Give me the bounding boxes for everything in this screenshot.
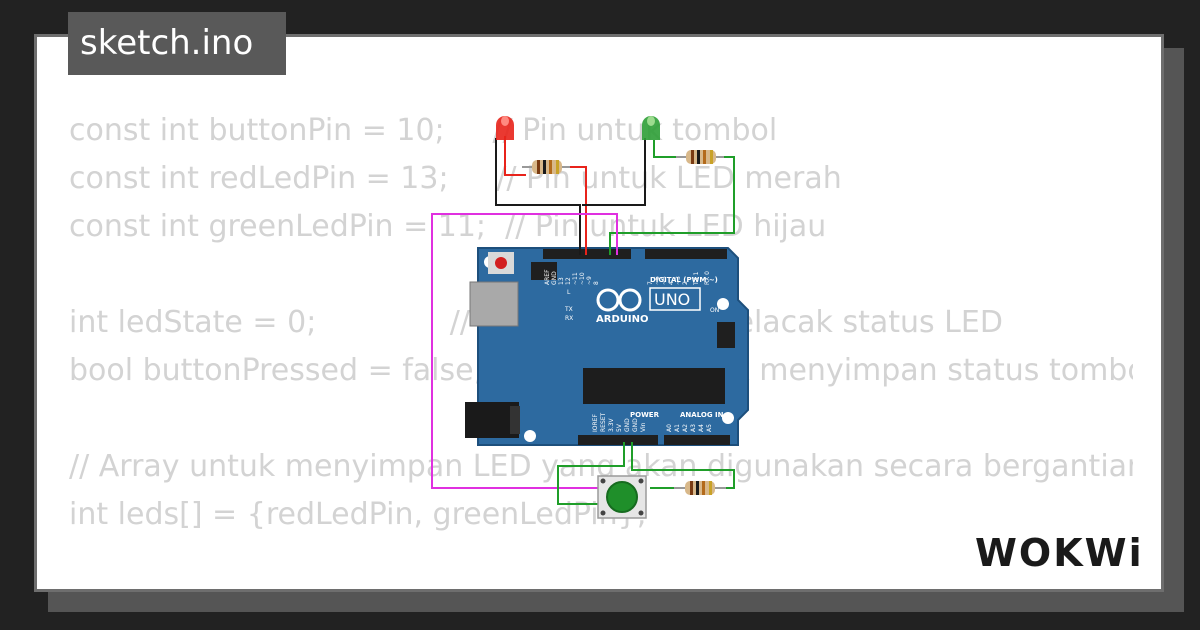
atmega-chip [583, 368, 725, 404]
bottom-pin-label: Vin [640, 422, 647, 432]
bottom-pin-label: A2 [682, 424, 689, 432]
top-pin-label: 4 [668, 281, 675, 285]
pushbutton[interactable] [597, 475, 647, 519]
top-pin-label: RX 0 [704, 271, 711, 285]
board-led-labels: L TX RX ON [564, 289, 719, 322]
top-pin-label: 7 [647, 281, 654, 285]
bottom-pin-label: IOREF [592, 414, 599, 432]
code-line: const int redLedPin = 13; // Pin untuk L… [69, 161, 842, 196]
bottom-pin-label: A5 [706, 424, 713, 432]
bottom-pin-label: GND [624, 418, 631, 432]
pin11-wire [609, 156, 735, 255]
pin13-wire [566, 166, 587, 255]
pin10-wire [431, 213, 618, 489]
wokwi-logo: WOKWi [975, 531, 1144, 575]
code-line: const int greenLedPin = 11; // Pin untuk… [69, 209, 827, 244]
board-led-label: TX [564, 306, 573, 313]
red-led-ground-wire [495, 138, 581, 255]
top-pin-label: ~11 [572, 272, 579, 285]
bottom-pin-label: GND [632, 418, 639, 432]
green-led-wire [653, 140, 678, 158]
top-pin-label: ~5 [661, 276, 668, 285]
bottom-pin-label: A0 [666, 424, 673, 432]
bottom-pin-label: 3.3V [608, 417, 615, 432]
button-5v-wire [557, 442, 625, 505]
top-pin-label: ~9 [586, 276, 593, 285]
bottom-pin-label: RESET [600, 412, 607, 432]
top-pin-label: 12 [565, 277, 572, 285]
resistor-red-led[interactable] [522, 160, 570, 174]
green-led[interactable] [642, 116, 660, 140]
red-led-wire [504, 136, 526, 176]
green-led-ground-wire [582, 138, 646, 206]
bottom-pin-label: 5V [616, 423, 623, 432]
svg-text:WOKWi: WOKWi [975, 531, 1144, 575]
bottom-pin-label: A3 [690, 424, 697, 432]
resistor-button[interactable] [674, 481, 726, 495]
power-section-label: POWER [630, 411, 660, 419]
digital-header-right [645, 249, 727, 259]
board-led-label: L [567, 289, 571, 296]
board-led-label: RX [565, 315, 573, 322]
bottom-pin-label: A1 [674, 424, 681, 432]
top-pin-label: AREF [544, 269, 551, 285]
board-name-label: ARDUINO [596, 314, 648, 325]
top-pin-label: 13 [558, 277, 565, 285]
file-tab[interactable]: sketch.ino [68, 12, 286, 75]
top-pin-label: GND [551, 271, 558, 285]
top-pin-label: ~10 [579, 272, 586, 285]
usb-port [469, 281, 519, 327]
board-model-label: UNO [654, 290, 690, 309]
button-gnd-wire [631, 442, 735, 489]
file-tab-label: sketch.ino [80, 23, 254, 63]
top-pin-label: 8 [593, 281, 600, 285]
bottom-pin-label: A4 [698, 424, 705, 432]
analog-header [664, 435, 730, 445]
red-led[interactable] [496, 116, 514, 140]
digital-section-label: DIGITAL (PWM ~) [650, 276, 718, 284]
top-pin-label: ~6 [654, 276, 661, 285]
top-pin-label: ~3 [675, 276, 682, 285]
board-led-label: ON [710, 307, 719, 314]
analog-section-label: ANALOG IN [680, 411, 724, 419]
top-pin-label: TX 1 [693, 271, 700, 286]
power-header [578, 435, 658, 445]
arduino-logo-icon [596, 288, 642, 312]
top-pin-label: 2 [682, 281, 689, 285]
resistor-green-led[interactable] [676, 150, 724, 164]
arduino-uno-board[interactable]: ARDUINO UNO DIGITAL (PWM ~) POWER ANALOG… [465, 247, 749, 446]
